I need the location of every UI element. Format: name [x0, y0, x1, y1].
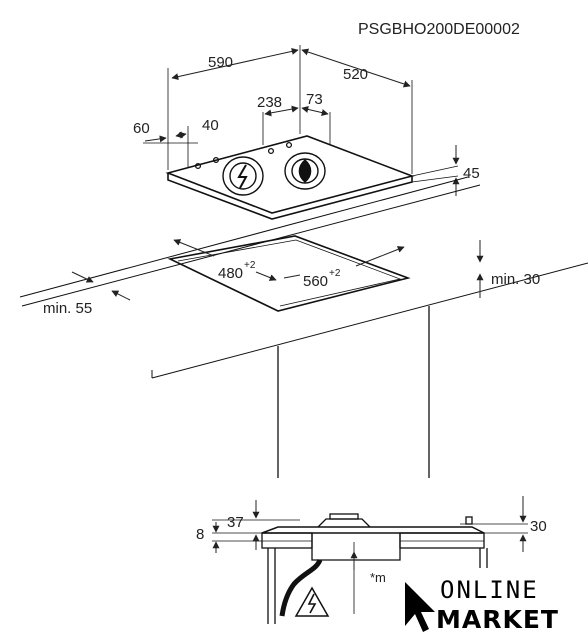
- top-dimension-lines: [144, 47, 460, 196]
- dim-238: 238: [257, 94, 282, 111]
- dim-40: 40: [202, 117, 219, 134]
- cutout-dimension-lines: [71, 239, 484, 301]
- dim-cutout-480: 480: [218, 265, 243, 282]
- dim-side-30: 30: [530, 518, 547, 535]
- dim-cutout-480-tol: +2: [244, 260, 256, 271]
- cursor-icon: [405, 582, 435, 632]
- dim-min-55: min. 55: [43, 300, 92, 317]
- dim-depth-520: 520: [343, 66, 368, 83]
- dim-45: 45: [463, 165, 480, 182]
- svg-text:ONLINE: ONLINE: [440, 576, 539, 604]
- dim-cutout-560: 560: [303, 273, 328, 290]
- dim-width-590: 590: [208, 54, 233, 71]
- dim-side-37: 37: [227, 514, 244, 531]
- electric-zone-icon: [222, 156, 264, 196]
- online-market-logo: ONLINE MARKET: [400, 568, 588, 640]
- countertop: [19, 176, 588, 478]
- product-code: PSGBHO200DE00002: [358, 21, 520, 38]
- cutout-outline: [167, 235, 411, 312]
- side-section-view: [212, 513, 528, 624]
- dim-side-note: *m: [370, 570, 386, 585]
- gas-flame-icon: [284, 152, 326, 190]
- dim-min-30: min. 30: [491, 271, 540, 288]
- hob-top-view: [143, 45, 459, 220]
- dim-side-8: 8: [196, 526, 204, 543]
- side-dimension-lines: [212, 496, 527, 570]
- svg-text:MARKET: MARKET: [436, 605, 559, 634]
- dim-73: 73: [306, 91, 323, 108]
- warning-triangle-icon: [294, 586, 330, 617]
- dim-60: 60: [133, 120, 150, 137]
- dim-cutout-560-tol: +2: [329, 268, 341, 279]
